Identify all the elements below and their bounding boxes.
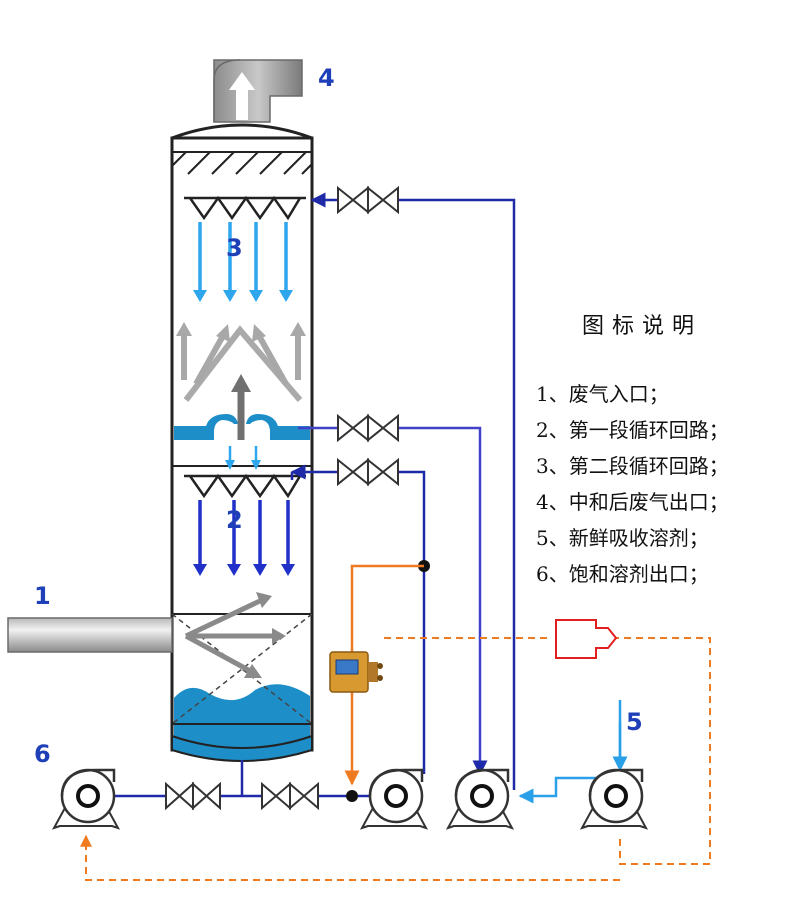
label-1: 1 xyxy=(34,582,51,610)
valve-bottom-right xyxy=(261,781,319,811)
valve-top xyxy=(337,185,399,215)
upper-downflow-arrows xyxy=(193,222,293,302)
exhaust-up-arrow xyxy=(229,72,255,120)
legend-item-2: 2、第一段循环回路； xyxy=(536,418,729,442)
demister xyxy=(171,151,313,175)
gas-inlet-pipe xyxy=(7,617,173,653)
section-3-recirculation-line xyxy=(310,192,516,790)
exhaust-stack xyxy=(213,59,303,123)
pump-section-3 xyxy=(445,768,515,830)
sump-discharge-line xyxy=(96,760,372,798)
label-4: 4 xyxy=(318,64,335,92)
tray-drip-arrows xyxy=(225,446,261,470)
legend: 图标说明 1、废气入口； 2、第一段循环回路； 3、第二段循环回路； 4、中和后… xyxy=(536,308,798,592)
valve-middle xyxy=(337,413,399,443)
inlet-gas-spread-arrows xyxy=(184,592,286,678)
pump-saturated-outlet xyxy=(51,768,121,830)
upper-spray-nozzles xyxy=(184,195,306,221)
legend-item-4: 4、中和后废气出口； xyxy=(536,490,729,514)
label-3: 3 xyxy=(226,234,243,262)
sump-liquid xyxy=(174,684,310,748)
saturated-outlet-symbol xyxy=(555,619,618,659)
pump-section-2 xyxy=(359,768,429,830)
junction-node-bottom xyxy=(346,790,358,802)
tray-drawoff-line xyxy=(298,426,488,776)
legend-item-3: 3、第二段循环回路； xyxy=(536,454,729,478)
legend-item-6: 6、饱和溶剂出口； xyxy=(536,562,709,586)
valve-lower xyxy=(337,457,399,487)
label-5: 5 xyxy=(626,708,643,736)
control-signal-line xyxy=(344,564,424,786)
pump-fresh-solvent xyxy=(579,768,649,830)
valve-bottom-left xyxy=(165,781,221,811)
label-2: 2 xyxy=(226,506,243,534)
center-gas-riser-arrow xyxy=(231,374,251,440)
label-6: 6 xyxy=(34,740,51,768)
ph-controller-icon xyxy=(329,651,383,693)
dashed-signal-lines xyxy=(80,637,711,881)
lower-downflow-arrows xyxy=(193,500,295,576)
absorption-tower xyxy=(170,123,314,762)
section-2-recirculation-line xyxy=(290,464,426,774)
legend-item-5: 5、新鲜吸收溶剂； xyxy=(536,526,709,550)
legend-title: 图标说明 xyxy=(582,314,703,339)
chimney-tray xyxy=(174,414,310,440)
lower-spray-nozzles xyxy=(184,473,306,499)
gas-upflow-arrows xyxy=(176,322,306,402)
legend-item-1: 1、废气入口； xyxy=(536,382,669,406)
